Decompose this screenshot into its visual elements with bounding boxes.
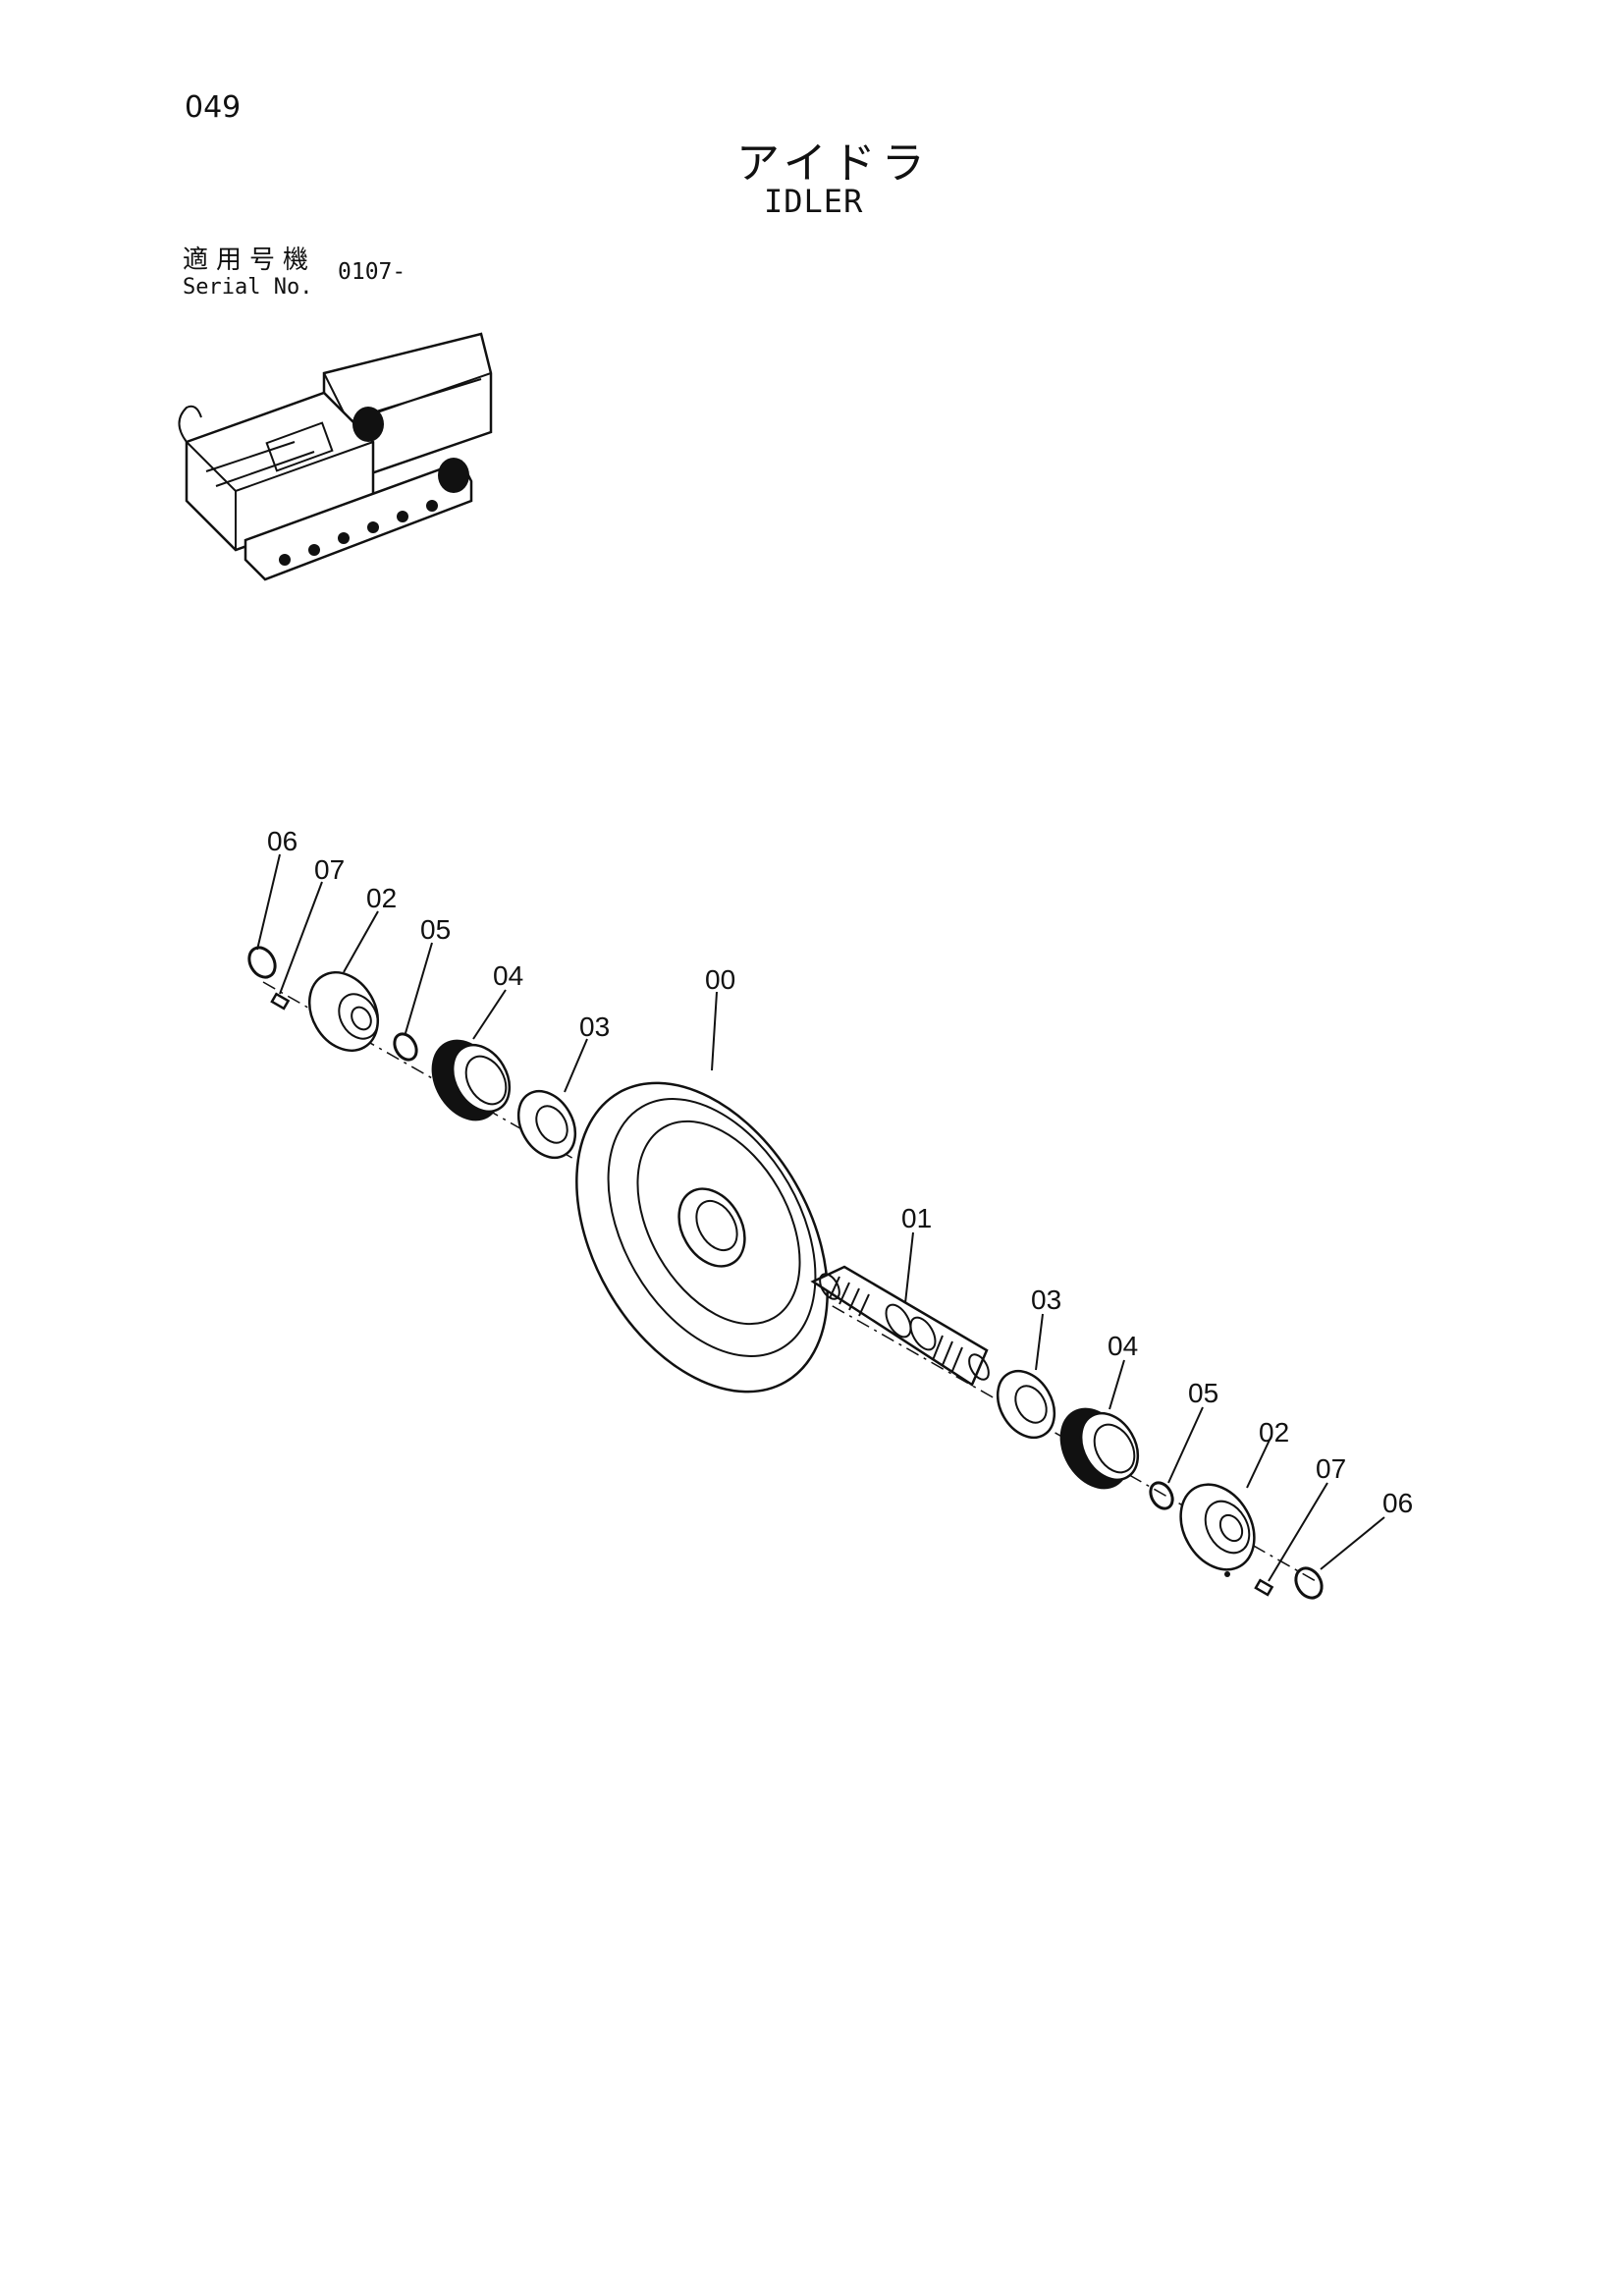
part-00-idler-wheel: [575, 1081, 829, 1394]
label-04-right: 04: [1108, 1331, 1138, 1361]
page-number: 049: [185, 90, 242, 125]
label-04-left: 04: [493, 960, 523, 991]
label-05-right: 05: [1188, 1378, 1218, 1408]
label-07-right: 07: [1316, 1453, 1346, 1484]
serial-label-japanese: 適用号機: [183, 246, 317, 275]
label-05-left: 05: [420, 914, 451, 945]
part-07-plug-left: [270, 992, 291, 1011]
part-03-bushing-left: [516, 1089, 577, 1160]
serial-label-english: Serial No.: [183, 275, 313, 300]
label-00-idler: 00: [705, 964, 735, 995]
part-02-collar-right: [1179, 1483, 1256, 1577]
label-06-left: 06: [267, 826, 298, 856]
part-04-floating-seal-right: [1059, 1407, 1140, 1490]
part-06-snap-ring-right: [1294, 1566, 1324, 1600]
vehicle-thumbnail-illustration: [178, 332, 493, 581]
label-03-left: 03: [579, 1011, 610, 1042]
title-japanese: アイドラ: [736, 138, 931, 189]
part-04-floating-seal-left: [431, 1039, 512, 1121]
part-01-shaft: [810, 1265, 990, 1387]
label-03-right: 03: [1031, 1285, 1061, 1315]
title-english: IDLER: [764, 183, 864, 220]
part-02-collar-left: [307, 971, 380, 1052]
part-05-o-ring-right: [1149, 1481, 1174, 1510]
label-01-shaft: 01: [901, 1203, 932, 1233]
label-06-right: 06: [1382, 1488, 1413, 1518]
part-03-bushing-right: [996, 1369, 1056, 1440]
label-02-left: 02: [366, 883, 397, 913]
serial-number-value: 0107-: [338, 259, 406, 285]
part-06-snap-ring-left: [247, 946, 277, 979]
label-07-left: 07: [314, 854, 345, 885]
leader-lines: [256, 853, 1385, 1582]
part-07-plug-right: [1254, 1578, 1274, 1597]
label-02-right: 02: [1259, 1417, 1289, 1448]
part-05-o-ring-left: [393, 1032, 418, 1062]
